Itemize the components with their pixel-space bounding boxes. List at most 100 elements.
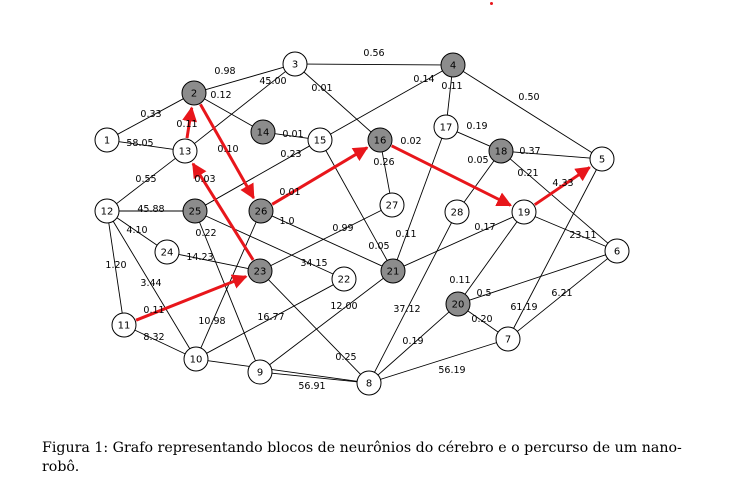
edge-weight-label-16-27: 0.26 bbox=[373, 157, 394, 168]
edge-weight-label-19-6: 23.11 bbox=[569, 230, 596, 241]
edge-weight-label-17-21: 0.11 bbox=[395, 229, 416, 240]
edge-weight-label-18-6: 0.21 bbox=[517, 168, 538, 179]
node-circle bbox=[282, 51, 308, 77]
node-label: 21 bbox=[387, 267, 400, 278]
path-layer bbox=[135, 103, 591, 322]
node-circle bbox=[511, 199, 537, 225]
node-circle bbox=[380, 258, 406, 284]
path-arrow-16-19 bbox=[390, 144, 512, 207]
node-circle bbox=[154, 239, 180, 265]
node-circle bbox=[307, 127, 333, 153]
node-circle bbox=[604, 238, 630, 264]
edge-weight-label-20-8: 0.19 bbox=[402, 336, 423, 347]
node-label: 12 bbox=[101, 207, 114, 218]
edge-12-13 bbox=[116, 157, 176, 205]
node-circle bbox=[433, 114, 459, 140]
edge-weight-label-17-18: 0.19 bbox=[466, 121, 487, 132]
edge-weight-label-12-13: 0.55 bbox=[135, 174, 156, 185]
node-circle bbox=[183, 346, 209, 372]
node-15: 15 bbox=[307, 127, 333, 153]
node-label: 7 bbox=[505, 335, 511, 346]
node-label: 6 bbox=[614, 247, 620, 258]
edge-weight-label-25-22: 34.15 bbox=[300, 258, 327, 269]
path-arrow-26-16 bbox=[271, 146, 369, 206]
path-arrow-19-5 bbox=[533, 166, 591, 206]
node-circle bbox=[495, 326, 521, 352]
node-28: 28 bbox=[444, 199, 470, 225]
node-18: 18 bbox=[488, 138, 514, 164]
edge-20-7 bbox=[467, 310, 499, 333]
node-label: 4 bbox=[450, 61, 456, 72]
node-13: 13 bbox=[172, 138, 198, 164]
edge-2-14 bbox=[204, 98, 253, 127]
edge-9-8 bbox=[271, 372, 358, 383]
node-circle bbox=[367, 127, 393, 153]
edge-12-11 bbox=[108, 222, 123, 314]
node-label: 26 bbox=[255, 207, 268, 218]
edge-3-13 bbox=[194, 71, 286, 144]
edge-weight-label-14-15: 0.01 bbox=[282, 129, 303, 140]
node-2: 2 bbox=[181, 80, 207, 106]
edge-weight-label-12-25: 45.88 bbox=[137, 204, 164, 215]
edge-25-9 bbox=[199, 221, 256, 362]
edge-11-10 bbox=[134, 329, 186, 355]
edge-3-4 bbox=[306, 63, 442, 66]
edge-15-21 bbox=[325, 150, 388, 261]
path-arrow-23-13 bbox=[191, 162, 255, 261]
edge-weight-label-3-4: 0.56 bbox=[363, 48, 384, 59]
node-circle bbox=[356, 370, 382, 396]
edge-weight-label-12-11: 1.20 bbox=[105, 260, 126, 271]
node-label: 19 bbox=[518, 208, 531, 219]
node-26: 26 bbox=[248, 198, 274, 224]
edge-18-6 bbox=[509, 158, 609, 244]
edge-17-18 bbox=[456, 131, 491, 147]
edge-weight-label-28-8: 37.12 bbox=[393, 304, 420, 315]
node-10: 10 bbox=[183, 346, 209, 372]
node-label: 18 bbox=[495, 147, 508, 158]
edge-28-8 bbox=[374, 222, 452, 373]
node-label: 1 bbox=[104, 136, 110, 147]
node-label: 3 bbox=[292, 60, 298, 71]
edge-7-6 bbox=[517, 258, 608, 332]
edge-weight-label-7-8: 56.19 bbox=[438, 365, 465, 376]
node-label: 9 bbox=[257, 368, 263, 379]
node-circle bbox=[247, 359, 273, 385]
figure-caption: Figura 1: Grafo representando blocos de … bbox=[42, 440, 682, 475]
node-27: 27 bbox=[379, 192, 405, 218]
edge-21-9 bbox=[269, 277, 384, 366]
edge-weight-label-1-13: 58.05 bbox=[126, 138, 153, 149]
edge-19-6 bbox=[534, 216, 607, 247]
edge-weight-label-18-5: 0.37 bbox=[519, 146, 540, 157]
node-circle bbox=[181, 80, 207, 106]
edge-weight-label-3-13: 45.00 bbox=[259, 76, 286, 87]
edge-weight-label-16-19: 0.02 bbox=[400, 136, 421, 147]
edge-weight-label-23-13: 0.03 bbox=[194, 174, 215, 185]
edge-weight-label-11-23: 0.11 bbox=[143, 305, 164, 316]
edge-18-28 bbox=[463, 160, 495, 203]
node-label: 20 bbox=[452, 300, 465, 311]
node-label: 8 bbox=[366, 379, 372, 390]
node-label: 15 bbox=[314, 136, 327, 147]
node-4: 4 bbox=[440, 52, 466, 78]
node-circle bbox=[111, 312, 137, 338]
node-circle bbox=[94, 127, 120, 153]
edge-weight-label-9-8: 56.91 bbox=[298, 381, 325, 392]
edge-21-19 bbox=[403, 216, 514, 267]
node-label: 5 bbox=[599, 155, 605, 166]
node-circle bbox=[444, 199, 470, 225]
node-9: 9 bbox=[247, 359, 273, 385]
node-20: 20 bbox=[445, 291, 471, 317]
edge-weight-label-4-5: 0.50 bbox=[518, 92, 539, 103]
edge-22-10 bbox=[206, 284, 334, 354]
node-circle bbox=[94, 198, 120, 224]
edge-weight-label-extra: 12.00 bbox=[330, 301, 357, 312]
node-circle bbox=[440, 52, 466, 78]
node-8: 8 bbox=[356, 370, 382, 396]
node-16: 16 bbox=[367, 127, 393, 153]
node-circle bbox=[172, 138, 198, 164]
edge-weight-label-19-20: 0.11 bbox=[449, 275, 470, 286]
edge-weight-label-7-6: 6.21 bbox=[551, 288, 572, 299]
node-25: 25 bbox=[182, 198, 208, 224]
edge-weight-label-3-16: 0.01 bbox=[311, 83, 332, 94]
edge-weight-label-20-7: 0.20 bbox=[471, 314, 492, 325]
